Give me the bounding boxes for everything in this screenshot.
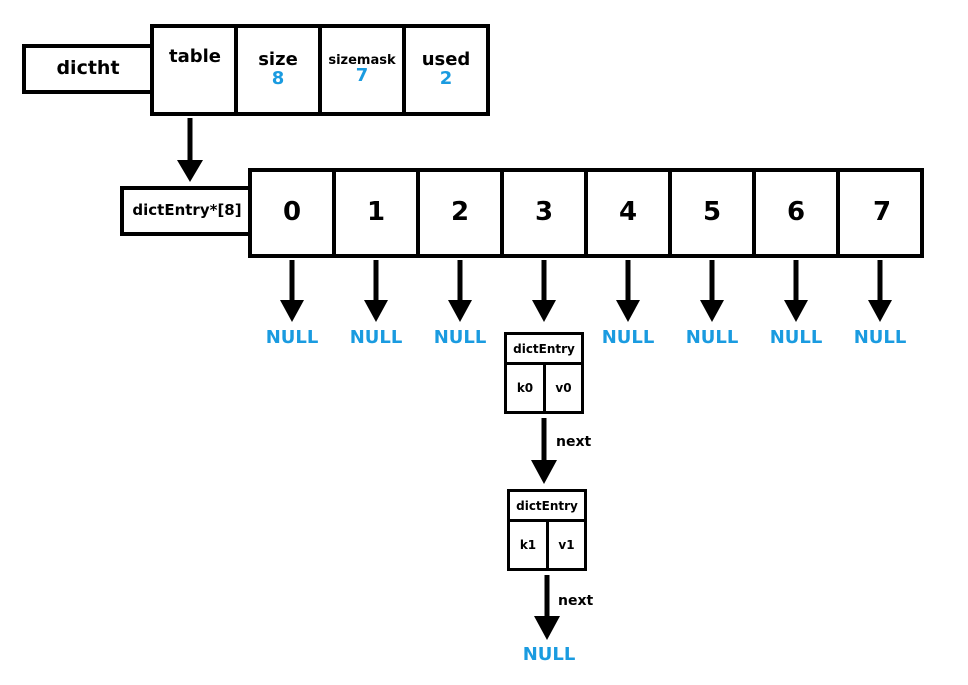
null-label-bucket-5: NULL xyxy=(685,327,739,348)
divider xyxy=(510,519,584,522)
bucket-2: 2 xyxy=(450,197,470,228)
divider xyxy=(234,28,238,112)
bucket-4: 4 xyxy=(618,197,638,228)
field-table: table xyxy=(154,28,236,112)
dictht-label: dictht xyxy=(56,57,120,80)
divider xyxy=(507,362,581,365)
arrow-bucket-0-head xyxy=(280,300,304,322)
arrow-entry0-next-head xyxy=(531,460,557,484)
arrow-bucket-6-head xyxy=(784,300,808,322)
dict-entry-1-value: v1 xyxy=(558,537,575,552)
divider xyxy=(546,522,549,568)
field-table-name: table xyxy=(168,45,221,67)
divider xyxy=(584,172,588,254)
dict-entry-0-key: k0 xyxy=(516,380,534,395)
dict-entry-1-title: dictEntry xyxy=(516,498,578,513)
divider xyxy=(318,28,322,112)
field-sizemask: sizemask 7 xyxy=(322,28,402,112)
divider xyxy=(668,172,672,254)
arrow-table-to-array-head xyxy=(177,160,203,182)
field-used-name: used xyxy=(421,49,471,71)
bucket-6: 6 xyxy=(786,197,806,228)
arrow-bucket-2-head xyxy=(448,300,472,322)
field-size-value: 8 xyxy=(271,68,285,89)
arrow-bucket-7-head xyxy=(868,300,892,322)
table-array-label: dictEntry*[8] xyxy=(132,201,242,220)
arrow-bucket-4-head xyxy=(616,300,640,322)
field-sizemask-name: sizemask xyxy=(328,52,396,68)
divider xyxy=(752,172,756,254)
arrow-entry1-next-head xyxy=(534,616,560,640)
null-label-bucket-1: NULL xyxy=(349,327,403,348)
null-label-bucket-4: NULL xyxy=(601,327,655,348)
null-label-bucket-6: NULL xyxy=(769,327,823,348)
divider xyxy=(402,28,406,112)
arrow-bucket-1-head xyxy=(364,300,388,322)
bucket-3: 3 xyxy=(534,197,554,228)
arrow-bucket-3-head xyxy=(532,300,556,322)
divider xyxy=(836,172,840,254)
bucket-0: 0 xyxy=(282,197,302,228)
divider xyxy=(500,172,504,254)
table-array-label-box: dictEntry*[8] xyxy=(120,186,254,236)
dict-entry-0-value: v0 xyxy=(555,380,572,395)
null-label-bucket-2: NULL xyxy=(433,327,487,348)
bucket-7: 7 xyxy=(872,197,892,228)
null-label-chain-end: NULL xyxy=(522,644,576,665)
divider xyxy=(416,172,420,254)
dictht-label-box: dictht xyxy=(22,44,154,94)
field-size: size 8 xyxy=(238,28,318,112)
null-label-bucket-0: NULL xyxy=(265,327,319,348)
arrow-bucket-5-head xyxy=(700,300,724,322)
dict-entry-0-title: dictEntry xyxy=(513,341,575,356)
bucket-1: 1 xyxy=(366,197,386,228)
dict-entry-1-key: k1 xyxy=(519,537,537,552)
divider xyxy=(332,172,336,254)
field-used: used 2 xyxy=(406,28,486,112)
next-label-0: next xyxy=(556,434,592,450)
divider xyxy=(543,365,546,411)
field-size-name: size xyxy=(258,49,298,71)
null-label-bucket-7: NULL xyxy=(853,327,907,348)
next-label-1: next xyxy=(558,593,594,609)
field-used-value: 2 xyxy=(439,68,453,89)
field-sizemask-value: 7 xyxy=(355,65,369,87)
bucket-5: 5 xyxy=(702,197,722,228)
